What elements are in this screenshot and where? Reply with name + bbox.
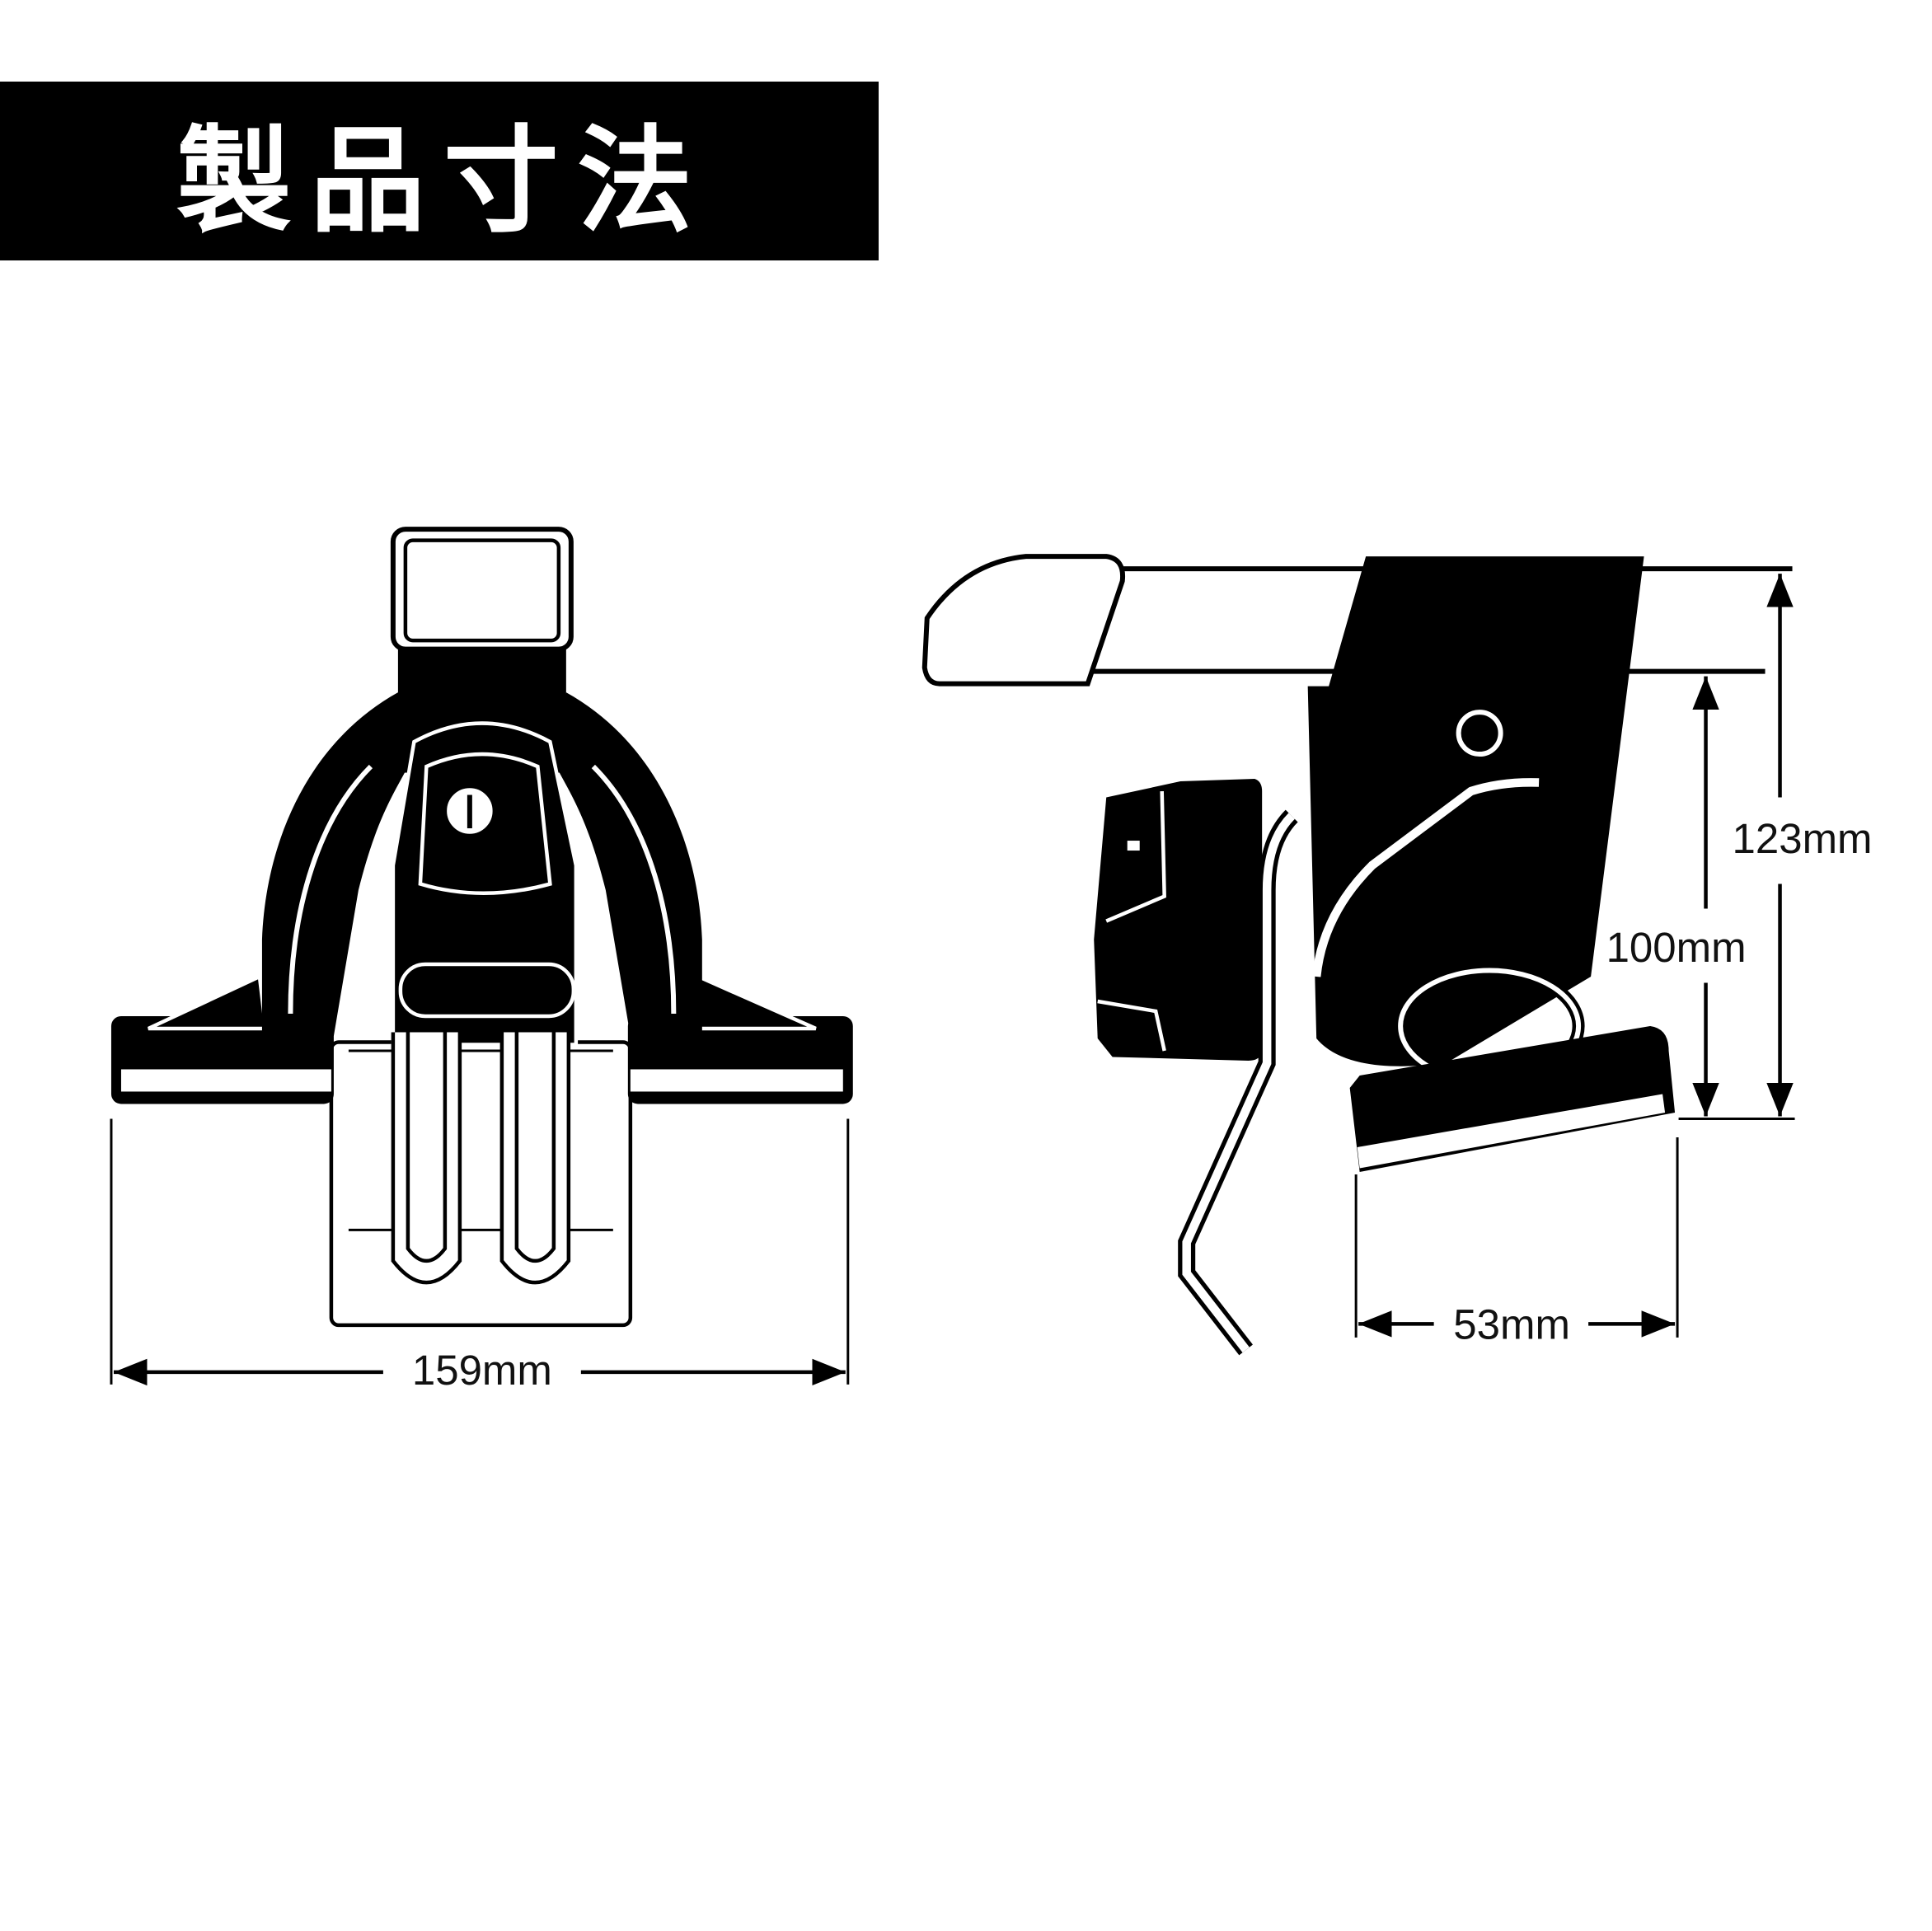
slot-left: [391, 1032, 462, 1285]
total-height-label: 123mm: [1733, 815, 1873, 862]
lock-icon: [1127, 841, 1140, 851]
bar-end-cap: [921, 554, 1126, 687]
slot-right: [499, 1032, 571, 1285]
depth-dimension: 53mm: [1354, 1137, 1679, 1347]
height-label: 100mm: [1606, 924, 1747, 971]
page-title: 製品寸法: [176, 114, 710, 249]
front-view-illustration: [110, 527, 853, 1328]
width-label: 159mm: [412, 1347, 552, 1394]
height-dimensions: 123mm 100mm: [1606, 574, 1873, 1120]
bolt-icon: [1456, 710, 1503, 757]
mounting-plate: [329, 1040, 633, 1328]
side-view-illustration: [921, 554, 1793, 1356]
foot-body: [1307, 556, 1644, 1066]
title-banner: 製品寸法: [0, 82, 879, 260]
lock-housing: [1094, 779, 1263, 1061]
width-dimension: 159mm: [110, 1118, 850, 1394]
depth-label: 53mm: [1453, 1301, 1570, 1347]
